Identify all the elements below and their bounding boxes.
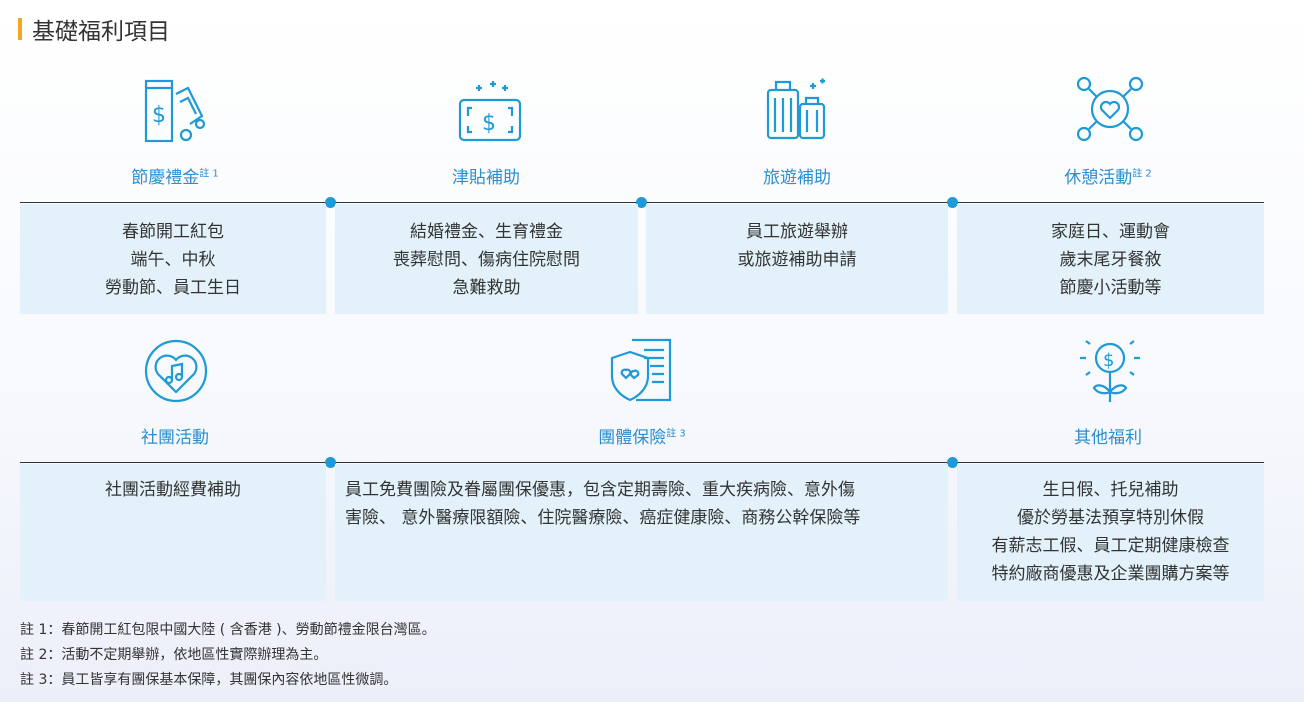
title-accent-bar (18, 18, 22, 40)
footnotes: 註 1：春節開工紅包限中國大陸 ( 含香港 )、勞動節禮金限台灣區。註 2：活動… (20, 618, 436, 693)
footnote-1: 註 1：春節開工紅包限中國大陸 ( 含香港 )、勞動節禮金限台灣區。 (20, 622, 436, 638)
timeline-dot (947, 197, 958, 208)
red-envelope-money-icon: $ (134, 76, 214, 146)
svg-text:$: $ (152, 103, 166, 128)
money-plant-icon: $ (1070, 336, 1150, 406)
benefit-cell-festival: 春節開工紅包端午、中秋勞動節、員工生日 (20, 204, 326, 314)
benefit-cell-travel: 員工旅遊舉辦或旅遊補助申請 (646, 204, 948, 314)
benefit-cell-other: 生日假、托兒補助優於勞基法預享特別休假有薪志工假、員工定期健康檢查特約廠商優惠及… (957, 464, 1264, 601)
allowance-cash-icon: $ (450, 76, 530, 146)
timeline-dot (325, 197, 336, 208)
svg-text:$: $ (482, 111, 496, 136)
footnote-3: 註 3：員工皆享有團保基本保障，其團保內容依地區性微調。 (20, 672, 398, 688)
footnote-2: 註 2：活動不定期舉辦，依地區性實際辦理為主。 (20, 647, 328, 663)
heart-network-icon (1070, 74, 1150, 144)
insurance-shield-icon (602, 334, 682, 404)
benefit-cell-insurance: 員工免費團險及眷屬團保優惠，包含定期壽險、重大疾病險、意外傷害險、 意外醫療限額… (335, 464, 948, 601)
benefit-cell-leisure: 家庭日、運動會歲末尾牙餐敘節慶小活動等 (957, 204, 1264, 314)
label-allowance: 津貼補助 (452, 168, 520, 188)
luggage-icon (760, 74, 840, 144)
label-group-insurance: 團體保險註 3 (598, 428, 686, 448)
benefit-cell-club: 社團活動經費補助 (20, 464, 326, 601)
timeline-dot (947, 457, 958, 468)
benefit-cell-allowance: 結婚禮金、生育禮金喪葬慰問、傷病住院慰問急難救助 (335, 204, 638, 314)
section-title: 基礎福利項目 (18, 14, 170, 45)
divider-line-row2 (20, 462, 1264, 463)
label-leisure: 休憩活動註 2 (1064, 168, 1152, 188)
title-text: 基礎福利項目 (32, 19, 170, 45)
label-other: 其他福利 (1074, 428, 1142, 448)
label-club: 社團活動 (141, 428, 209, 448)
heart-music-icon (136, 336, 216, 406)
timeline-dot (636, 197, 647, 208)
label-festival-bonus: 節慶禮金註 1 (131, 168, 219, 188)
timeline-dot (325, 457, 336, 468)
svg-text:$: $ (1103, 350, 1114, 371)
label-travel: 旅遊補助 (763, 168, 831, 188)
